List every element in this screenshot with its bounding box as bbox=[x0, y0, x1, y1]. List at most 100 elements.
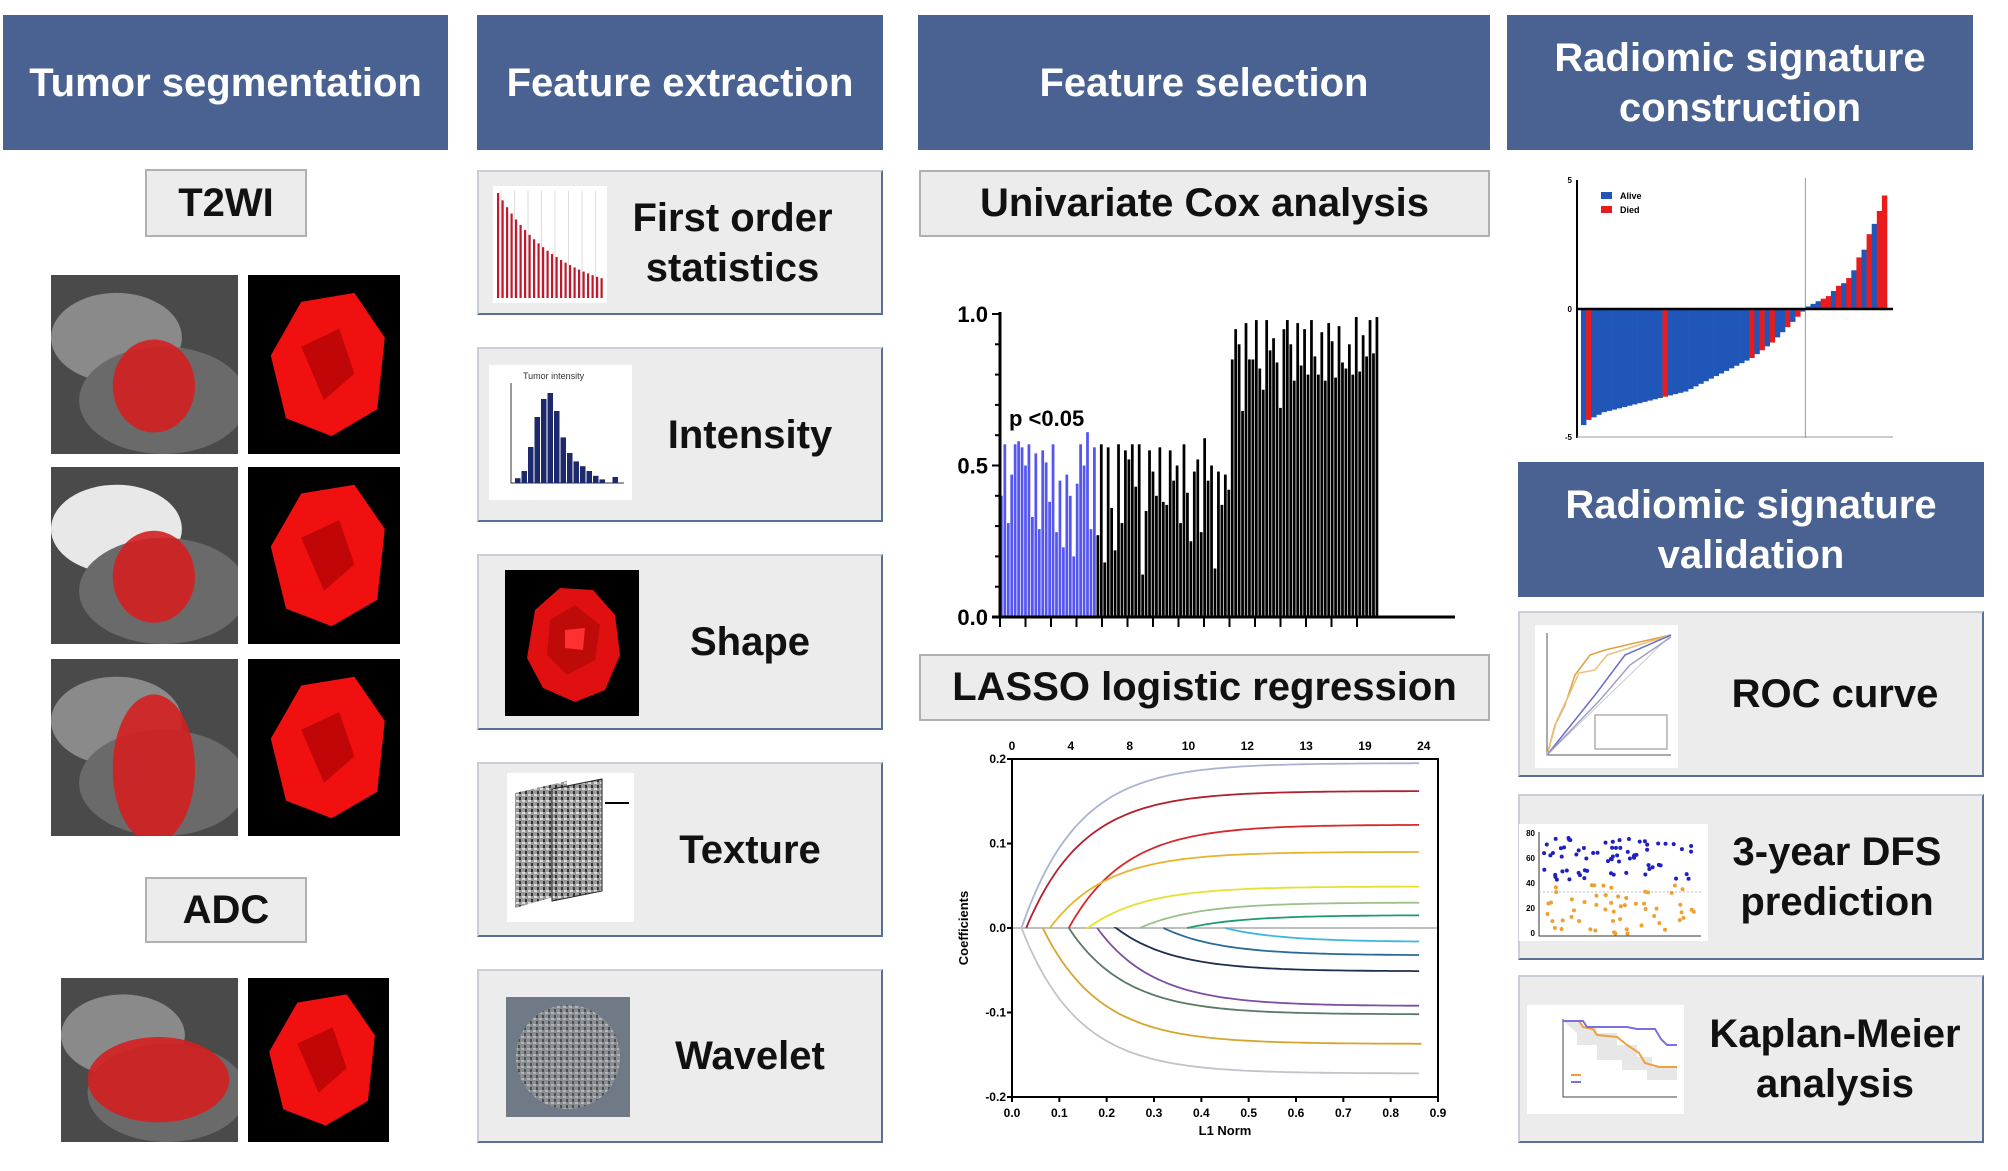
tumor-3d-render bbox=[248, 467, 400, 644]
p-value-bar bbox=[1375, 317, 1379, 617]
scatter-point bbox=[1564, 868, 1569, 873]
p-value-bar bbox=[1199, 532, 1203, 617]
histogram-bars-icon bbox=[493, 186, 607, 303]
x-tick-label: 0.6 bbox=[1288, 1106, 1305, 1120]
p-value-bar bbox=[1306, 374, 1310, 617]
histogram-bar bbox=[573, 461, 579, 483]
scatter-point bbox=[1542, 867, 1547, 872]
p-value-bar bbox=[1134, 486, 1138, 617]
signature-bar bbox=[1688, 309, 1694, 389]
scatter-point bbox=[1625, 849, 1630, 854]
p-value-bar bbox=[1351, 374, 1355, 617]
coefficient-path bbox=[1139, 901, 1420, 929]
validation-label-dfs: 3-year DFS prediction bbox=[1732, 830, 1942, 924]
p-value-bar bbox=[1151, 471, 1155, 617]
signature-bar bbox=[1708, 309, 1714, 379]
p-value-bar bbox=[1358, 371, 1362, 617]
signature-bar bbox=[1703, 309, 1709, 382]
p-value-bar bbox=[1244, 323, 1248, 617]
p-value-bar bbox=[1093, 447, 1096, 617]
legend-label: Died bbox=[1620, 205, 1640, 215]
histogram-bar bbox=[541, 399, 547, 483]
signature-bar bbox=[1713, 309, 1719, 377]
signature-bar bbox=[1785, 309, 1791, 328]
scatter-point bbox=[1572, 908, 1577, 913]
p-value-bar bbox=[1265, 320, 1269, 617]
p-value-bar bbox=[1303, 329, 1306, 617]
p-value-bar bbox=[1313, 356, 1317, 617]
signature-bar bbox=[1672, 309, 1679, 395]
histogram-bar bbox=[582, 271, 585, 298]
tumor-overlay bbox=[112, 694, 195, 836]
scatter-point bbox=[1553, 836, 1558, 841]
signature-bar bbox=[1596, 309, 1602, 415]
scatter-point bbox=[1625, 931, 1630, 936]
histogram-bar bbox=[534, 417, 540, 483]
p-value-bar bbox=[1089, 529, 1093, 617]
histogram-bar bbox=[596, 276, 599, 298]
p-value-bar bbox=[1048, 501, 1051, 617]
scatter-point bbox=[1569, 897, 1574, 902]
p-value-bar bbox=[1172, 480, 1176, 617]
coefficient-path bbox=[1020, 762, 1420, 929]
x-tick-label: 0.5 bbox=[1240, 1106, 1257, 1120]
scatter-point bbox=[1627, 856, 1632, 861]
coefficient-path bbox=[1041, 927, 1422, 1045]
tumor-shading bbox=[301, 328, 355, 401]
scatter-point bbox=[1654, 906, 1659, 911]
scatter-point bbox=[1574, 852, 1579, 857]
signature-bar bbox=[1851, 270, 1857, 309]
legend-swatch bbox=[1601, 206, 1612, 213]
feature-label-wavelet: Wavelet bbox=[675, 1034, 825, 1078]
x-tick-label: 0.0 bbox=[1004, 1106, 1021, 1120]
histogram-bar bbox=[515, 478, 521, 483]
scatter-point bbox=[1609, 900, 1614, 905]
p-value-bar bbox=[1182, 444, 1186, 617]
p-value-bar bbox=[1254, 320, 1258, 617]
y-tick-label: 40 bbox=[1526, 879, 1535, 888]
p-value-bar bbox=[1206, 480, 1210, 617]
scatter-point bbox=[1611, 872, 1616, 877]
scatter-point bbox=[1603, 893, 1608, 898]
kaplan-meier-icon bbox=[1527, 1005, 1684, 1114]
p-value-bar bbox=[1341, 362, 1344, 617]
x-tick-label: 0.9 bbox=[1430, 1106, 1447, 1120]
p-value-bar bbox=[1361, 335, 1365, 617]
scatter-point bbox=[1610, 845, 1615, 850]
signature-bar bbox=[1728, 309, 1735, 369]
histogram-bar bbox=[551, 254, 554, 298]
top-tick-label: 10 bbox=[1182, 739, 1196, 753]
signature-bar bbox=[1683, 309, 1689, 392]
scatter-point bbox=[1679, 847, 1684, 852]
histogram-bar bbox=[564, 262, 567, 298]
scatter-point bbox=[1646, 863, 1651, 868]
p-value-bar bbox=[1041, 450, 1045, 617]
y-tick-label: 80 bbox=[1526, 829, 1535, 838]
scatter-point bbox=[1632, 855, 1637, 860]
signature-bar bbox=[1759, 309, 1765, 351]
tumor-shading bbox=[297, 1027, 347, 1093]
signature-bar bbox=[1591, 309, 1597, 418]
scatter-point bbox=[1550, 919, 1555, 924]
scatter-point bbox=[1582, 868, 1587, 873]
scatter-point bbox=[1624, 927, 1629, 932]
y-tick-label: 0.0 bbox=[957, 605, 988, 630]
signature-bar bbox=[1606, 309, 1612, 411]
coefficient-path bbox=[1163, 927, 1420, 956]
p-value-bar bbox=[1196, 459, 1200, 617]
feature-label-intensity: Intensity bbox=[667, 412, 833, 457]
scatter-point bbox=[1576, 848, 1581, 853]
p-value-bar bbox=[1144, 510, 1148, 617]
scatter-point bbox=[1656, 841, 1661, 846]
y-tick-label: 20 bbox=[1526, 904, 1535, 913]
scatter-point bbox=[1624, 870, 1629, 875]
scatter-point bbox=[1657, 921, 1662, 926]
signature-bar bbox=[1611, 309, 1617, 410]
histogram-bar bbox=[547, 393, 553, 483]
scatter-point bbox=[1591, 851, 1596, 856]
p-value-bar bbox=[1079, 444, 1082, 617]
p-value-bar bbox=[1323, 380, 1327, 617]
feature-label-texture: Texture bbox=[679, 827, 821, 872]
coefficient-path bbox=[1068, 824, 1420, 929]
